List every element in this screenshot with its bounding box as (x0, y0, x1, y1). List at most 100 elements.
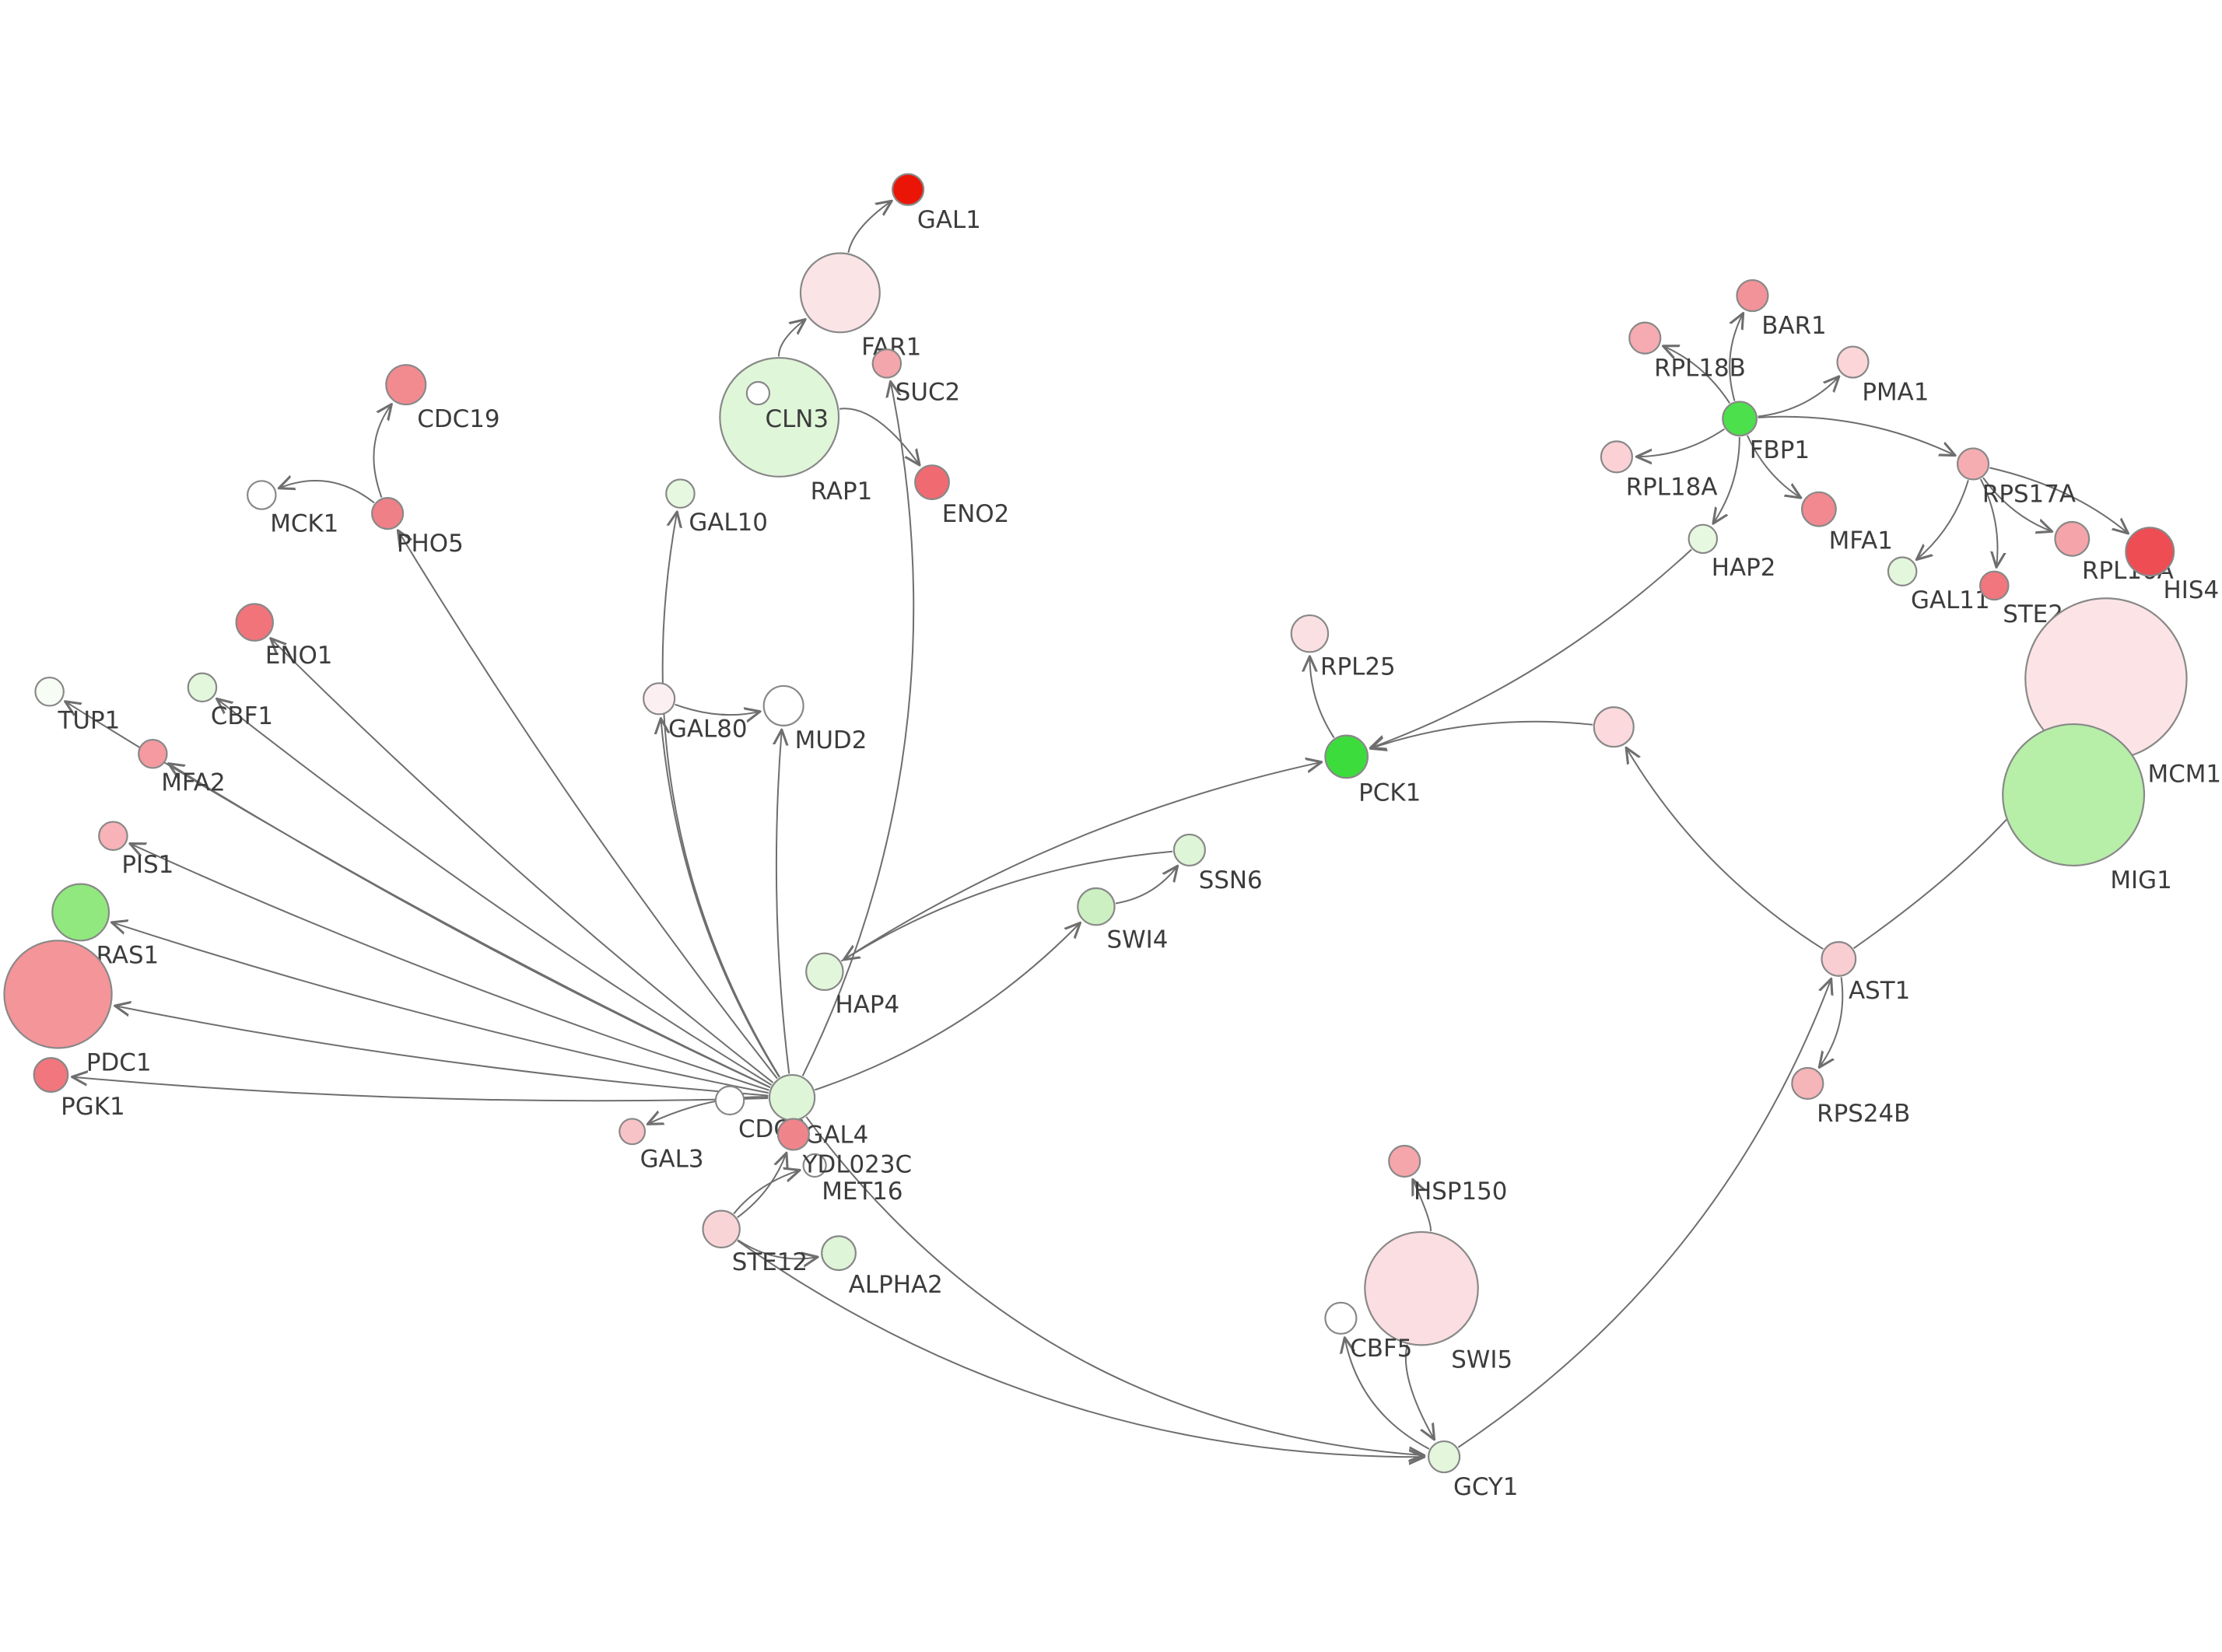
node-PHO5[interactable] (371, 497, 405, 530)
edge-GAL4-SWI4[interactable] (815, 922, 1080, 1091)
edge-RPS17A-RPL16A[interactable] (1982, 477, 2052, 531)
node-YDL023C[interactable] (776, 1118, 810, 1151)
edge-PCK1-RPL25[interactable] (1309, 656, 1335, 739)
edge-GAL4-ENO1[interactable] (271, 639, 774, 1083)
node-ALPHA2[interactable] (821, 1235, 857, 1272)
edge-FBP1-RPS17A[interactable] (1758, 415, 1955, 456)
node-RAS1[interactable] (51, 883, 110, 942)
node-MFA1[interactable] (1800, 491, 1837, 527)
edge-GAL4-GCY1[interactable] (805, 1116, 1424, 1455)
edge-FBP1-MFA1[interactable] (1746, 435, 1801, 498)
node-FBP1[interactable] (1722, 401, 1758, 437)
edge-GAL4-GAL10[interactable] (661, 512, 780, 1078)
edge-HAP2-PCK1[interactable] (1370, 548, 1692, 747)
node-PCK1[interactable] (1324, 734, 1369, 779)
edge-GCY1-AST1[interactable] (1457, 978, 1831, 1448)
edge-GAL4-PIS1[interactable] (130, 844, 769, 1091)
node-PIS1[interactable] (98, 821, 128, 852)
node-ENO2[interactable] (914, 464, 950, 501)
edge-FBP1-BAR1[interactable] (1729, 313, 1743, 401)
node-MIG1[interactable] (2002, 723, 2146, 867)
node-GAL1[interactable] (892, 173, 925, 206)
edge-GAL4-PDC1[interactable] (115, 1006, 769, 1097)
node-STE12[interactable] (702, 1209, 741, 1249)
edge-RPS17A-STE2[interactable] (1979, 478, 1998, 567)
edge-GAL4-GAL80[interactable] (661, 719, 780, 1078)
edge-SWI5-GCY1[interactable] (1404, 1344, 1435, 1440)
edge-FBP1-HAP2[interactable] (1713, 436, 1740, 523)
edge-HAP4-PCK1[interactable] (840, 762, 1321, 962)
node-CBF1[interactable] (187, 672, 218, 703)
node-MFA2[interactable] (138, 738, 168, 769)
node-HSP150[interactable] (1388, 1144, 1421, 1178)
edge-SWI4-SSN6[interactable] (1115, 866, 1178, 905)
node-RPS17A[interactable] (1956, 447, 1990, 481)
node-CBF5[interactable] (1324, 1301, 1358, 1335)
node-GAL3[interactable] (619, 1118, 647, 1146)
edge-FBP1-PMA1[interactable] (1758, 376, 1839, 418)
node-HIS4[interactable] (2125, 527, 2175, 577)
node-SSN6[interactable] (1172, 833, 1206, 867)
edge-FBP1-RPL18A[interactable] (1636, 428, 1726, 457)
edge-FAR1-GAL1[interactable] (847, 201, 892, 253)
node-HAP4[interactable] (805, 952, 844, 992)
edge-GAL4-PHO5[interactable] (398, 530, 778, 1080)
node-HAP2[interactable] (1688, 523, 1719, 555)
node-MUD2[interactable] (762, 684, 804, 726)
edge-GAL4-TUP1[interactable] (65, 702, 771, 1088)
node-GAL4[interactable] (768, 1073, 816, 1122)
node-FAR1[interactable] (799, 252, 881, 334)
edge-STE12-YDL023C[interactable] (737, 1153, 787, 1219)
node-RPL25[interactable] (1290, 614, 1330, 653)
node-RPL16A[interactable] (2054, 520, 2091, 557)
node-RPL18B[interactable] (1628, 321, 1662, 355)
edge-AST1-RPS24B[interactable] (1819, 977, 1844, 1067)
node-SWI4[interactable] (1077, 887, 1116, 926)
edge-STE12-GCY1[interactable] (737, 1240, 1425, 1457)
node-unnamed-1[interactable] (1593, 706, 1635, 748)
node-CDC19[interactable] (385, 364, 427, 406)
node-GAL10[interactable] (665, 478, 696, 509)
node-CLN3[interactable] (745, 380, 771, 406)
node-SWI5[interactable] (1364, 1230, 1479, 1346)
edge-GAL4-MUD2[interactable] (776, 730, 790, 1074)
node-SUC2[interactable] (871, 348, 902, 379)
node-GAL11[interactable] (1887, 556, 1918, 586)
node-AST1[interactable] (1821, 941, 1857, 977)
edge-RAP1-FAR1[interactable] (777, 320, 805, 357)
edge-STE12-MET16[interactable] (733, 1170, 800, 1215)
edge-RPS17A-GAL11[interactable] (1916, 480, 1969, 559)
node-MCK1[interactable] (247, 480, 277, 510)
edge-STE12-ALPHA2[interactable] (737, 1239, 818, 1258)
edge-RPS17A-HIS4[interactable] (1989, 467, 2128, 534)
node-CDC6[interactable] (714, 1085, 745, 1116)
edge-RAP1-ENO2[interactable] (839, 408, 920, 465)
node-ENO1[interactable] (235, 603, 274, 642)
edge-AST1-UNNAMED1[interactable] (1626, 747, 1824, 950)
edge-GAL80-MUD2[interactable] (675, 703, 760, 715)
edge-GAL4-CBF1[interactable] (217, 698, 773, 1086)
node-RPS24B[interactable] (1791, 1066, 1824, 1101)
edge-GCY1-CBF5[interactable] (1344, 1338, 1430, 1450)
edge-GAL4-RAS1[interactable] (111, 922, 769, 1094)
edge-SSN6-HAP4[interactable] (844, 850, 1173, 960)
edge-SWI5-HSP150[interactable] (1413, 1179, 1432, 1232)
node-PMA1[interactable] (1836, 345, 1870, 379)
edge-PHO5-CDC19[interactable] (373, 404, 391, 498)
node-GAL80[interactable] (643, 682, 676, 716)
node-STE2[interactable] (1979, 570, 2010, 601)
edge-GAL4-PGK1[interactable] (72, 1077, 769, 1102)
node-GCY1[interactable] (1428, 1440, 1461, 1474)
node-PDC1[interactable] (3, 940, 113, 1049)
node-RPL18A[interactable] (1600, 440, 1634, 474)
edge-GAL4-SUC2[interactable] (801, 381, 915, 1076)
edge-UNNAMED1-PCK1[interactable] (1371, 720, 1593, 749)
edge-FBP1-RPL18B[interactable] (1663, 346, 1731, 404)
node-MET16[interactable] (802, 1153, 827, 1178)
node-BAR1[interactable] (1736, 278, 1769, 313)
edge-GAL4-MFA2[interactable] (169, 764, 771, 1089)
edge-PHO5-MCK1[interactable] (279, 481, 375, 504)
edge-GAL4-GAL3[interactable] (647, 1096, 769, 1124)
node-PGK1[interactable] (33, 1057, 69, 1093)
